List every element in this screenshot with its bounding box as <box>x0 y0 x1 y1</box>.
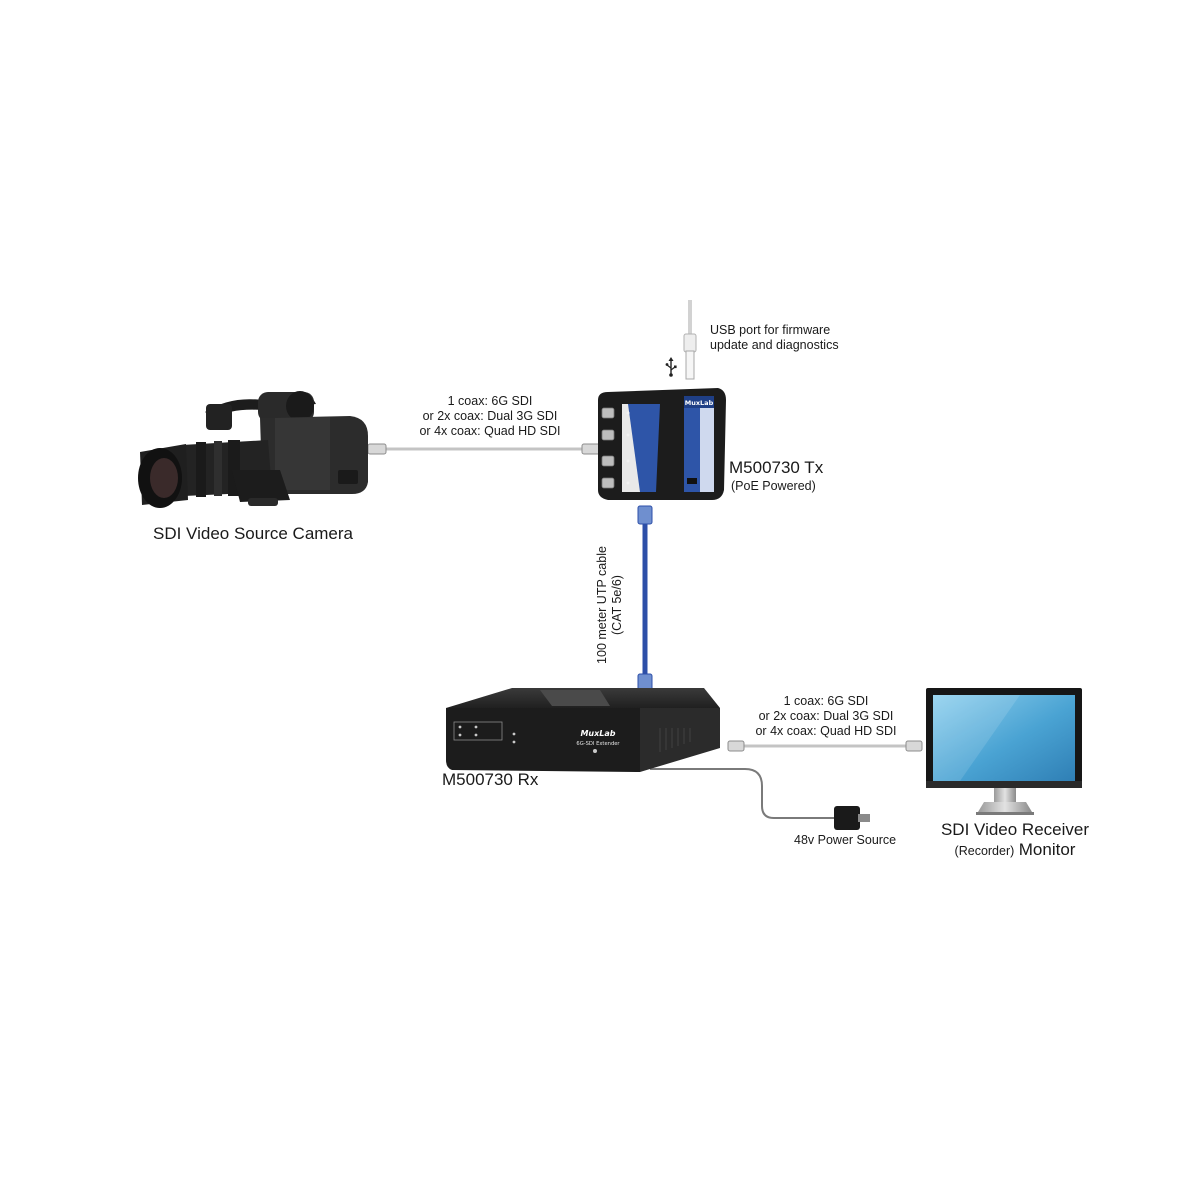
rx-brand-text: MuxLab <box>580 729 615 738</box>
utp-note-line-2: (CAT 5e/6) <box>610 575 624 635</box>
usb-note-line-1: USB port for firmware <box>710 323 831 337</box>
rx-device: MuxLab 6G-SDI Extender <box>446 688 720 772</box>
monitor-label-line-2: (Recorder) Monitor <box>920 840 1110 860</box>
coax-in-line-1: 1 coax: 6G SDI <box>447 394 533 408</box>
coax-cable-out <box>727 740 923 752</box>
camera-illustration <box>138 391 368 508</box>
rx-model-text: 6G-SDI Extender <box>576 741 620 747</box>
usb-cable <box>683 300 697 380</box>
coax-out-line-1: 1 coax: 6G SDI <box>783 694 869 708</box>
utp-cable <box>637 505 653 693</box>
tx-device: MuxLab <box>598 388 726 500</box>
usb-note: USB port for firmware update and diagnos… <box>710 323 839 353</box>
usb-icon <box>665 357 677 377</box>
coax-out-text: 1 coax: 6G SDI or 2x coax: Dual 3G SDI o… <box>738 694 914 739</box>
tx-sublabel: (PoE Powered) <box>731 479 816 493</box>
power-cable <box>650 768 835 819</box>
rx-label: M500730 Rx <box>442 770 539 789</box>
utp-note-line-1: 100 meter UTP cable <box>595 546 609 664</box>
power-adapter <box>834 806 870 830</box>
usb-note-line-2: update and diagnostics <box>710 338 839 352</box>
coax-in-text: 1 coax: 6G SDI or 2x coax: Dual 3G SDI o… <box>402 394 578 439</box>
tx-label: M500730 Tx <box>729 458 824 477</box>
coax-out-line-3: or 4x coax: Quad HD SDI <box>755 724 897 738</box>
power-label: 48v Power Source <box>794 833 897 847</box>
monitor-label-recorder: (Recorder) <box>954 844 1015 858</box>
camera-label: SDI Video Source Camera <box>153 524 354 543</box>
monitor-illustration <box>926 688 1082 815</box>
monitor-label-monitor: Monitor <box>1018 840 1076 859</box>
coax-in-line-3: or 4x coax: Quad HD SDI <box>419 424 561 438</box>
tx-brand-text: MuxLab <box>685 399 714 407</box>
monitor-label: SDI Video Receiver (Recorder) Monitor <box>920 820 1110 860</box>
coax-out-line-2: or 2x coax: Dual 3G SDI <box>758 709 894 723</box>
monitor-label-line-1: SDI Video Receiver <box>940 820 1090 839</box>
coax-cable-in <box>367 443 601 455</box>
coax-in-line-2: or 2x coax: Dual 3G SDI <box>422 409 558 423</box>
utp-note: 100 meter UTP cable (CAT 5e/6) <box>595 530 625 680</box>
